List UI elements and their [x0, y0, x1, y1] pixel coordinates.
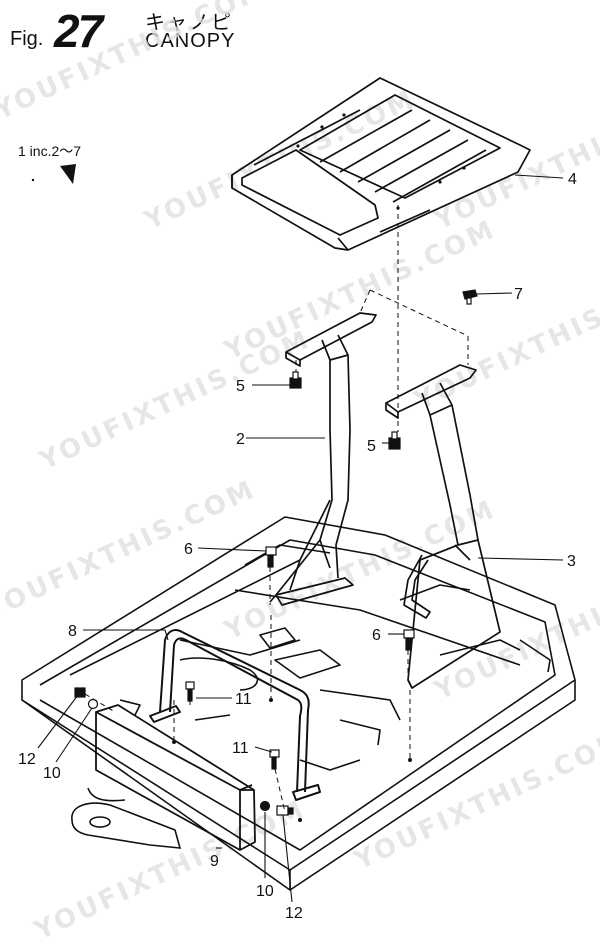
- nut-5-lower: [388, 431, 401, 450]
- callout-6-lower: 6: [372, 627, 381, 644]
- assembly-lines: [84, 205, 469, 813]
- canopy-post-left: [269, 312, 377, 606]
- callout-9: 9: [210, 853, 219, 870]
- machine-base-frame: [21, 516, 576, 891]
- callout-4: 4: [568, 171, 577, 188]
- callout-labels: 4 7 5 2 5 6 3 8 6 11 11 12 10 9 10 12: [18, 171, 577, 922]
- callout-8: 8: [68, 623, 77, 640]
- roof-bolt-holes: [296, 113, 466, 210]
- callout-5-upper: 5: [236, 378, 245, 395]
- callout-6-upper: 6: [184, 541, 193, 558]
- leader-lines: [37, 174, 564, 903]
- canopy-roof: [231, 77, 531, 251]
- figure-number: 27: [54, 5, 103, 57]
- fasteners: [74, 289, 478, 816]
- callout-11-lower: 11: [232, 740, 249, 757]
- watermark-text: YOUFIXTHIS.COM: [34, 324, 315, 476]
- bolt-12-right: [276, 805, 294, 816]
- mounting-points: [172, 698, 412, 822]
- bolt-7: [462, 289, 478, 305]
- assembly-includes-note: 1 inc.2～7: [18, 143, 82, 159]
- bolt-6-upper: [265, 546, 277, 568]
- guard-cover: [95, 704, 256, 851]
- callout-12-right: 12: [285, 905, 303, 922]
- bolt-11-upper: [185, 681, 195, 702]
- callout-10-left: 10: [43, 765, 61, 782]
- bolt-11-lower: [269, 749, 280, 770]
- watermark-text: YOUFIXTHIS.COM: [219, 494, 500, 646]
- figure-title-japanese: キャノピ: [145, 12, 233, 34]
- figure-title-english: CANOPY: [145, 30, 236, 52]
- callout-2: 2: [236, 431, 245, 448]
- callout-10-right: 10: [256, 883, 274, 900]
- washer-10-left: [87, 698, 99, 710]
- washer-10-right: [259, 800, 271, 812]
- base-pad: [71, 787, 182, 849]
- canopy-post-right: [385, 364, 501, 689]
- guard-rail: [149, 629, 321, 801]
- stray-mark: [31, 178, 35, 182]
- watermark-text: YOUFIXTHIS.COM: [0, 0, 271, 127]
- callout-3: 3: [567, 553, 576, 570]
- watermark-text: YOUFIXTHIS.COM: [0, 474, 261, 626]
- callout-7: 7: [514, 286, 523, 303]
- callout-12-left: 12: [18, 751, 36, 768]
- callout-5-lower: 5: [367, 438, 376, 455]
- callout-11-upper: 11: [235, 691, 252, 708]
- note-arrow-icon: [60, 164, 76, 184]
- figure-prefix: Fig.: [10, 28, 44, 50]
- watermark-text: YOUFIXTHIS.COM: [429, 84, 600, 236]
- bolt-12-left: [74, 687, 86, 698]
- nut-5-upper: [289, 371, 302, 389]
